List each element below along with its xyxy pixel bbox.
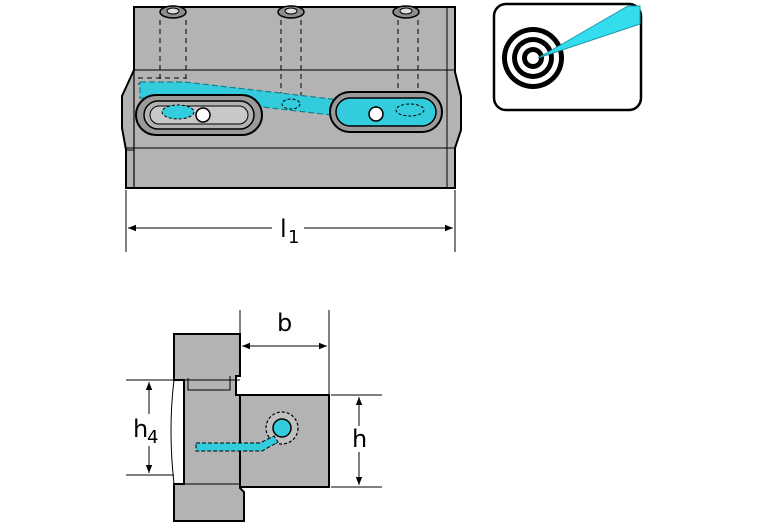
right-clamp-slot [329, 91, 443, 133]
dimension-label-h: h [352, 425, 367, 453]
dimension-h4: h 4 [126, 379, 174, 476]
dimension-label-h4: h [133, 415, 148, 443]
dimension-label-l1: l [280, 215, 287, 243]
dimension-subscript-h4: 4 [147, 427, 158, 448]
screw-icon [159, 5, 187, 19]
coolant-bore [195, 411, 299, 452]
side-view: b h h 4 [126, 309, 382, 522]
coolant-target-icon [492, 2, 643, 112]
screw-icon [392, 5, 420, 19]
top-view: l 1 [121, 5, 462, 252]
screw-icon [277, 5, 305, 19]
dimension-l1: l 1 [125, 190, 456, 252]
left-clamp-slot [135, 94, 263, 136]
holder-block [173, 333, 245, 522]
dimension-subscript-l1: 1 [288, 227, 299, 248]
dimension-label-b: b [277, 309, 292, 337]
dimension-b: b [239, 309, 330, 395]
dimension-h: h [331, 394, 382, 488]
